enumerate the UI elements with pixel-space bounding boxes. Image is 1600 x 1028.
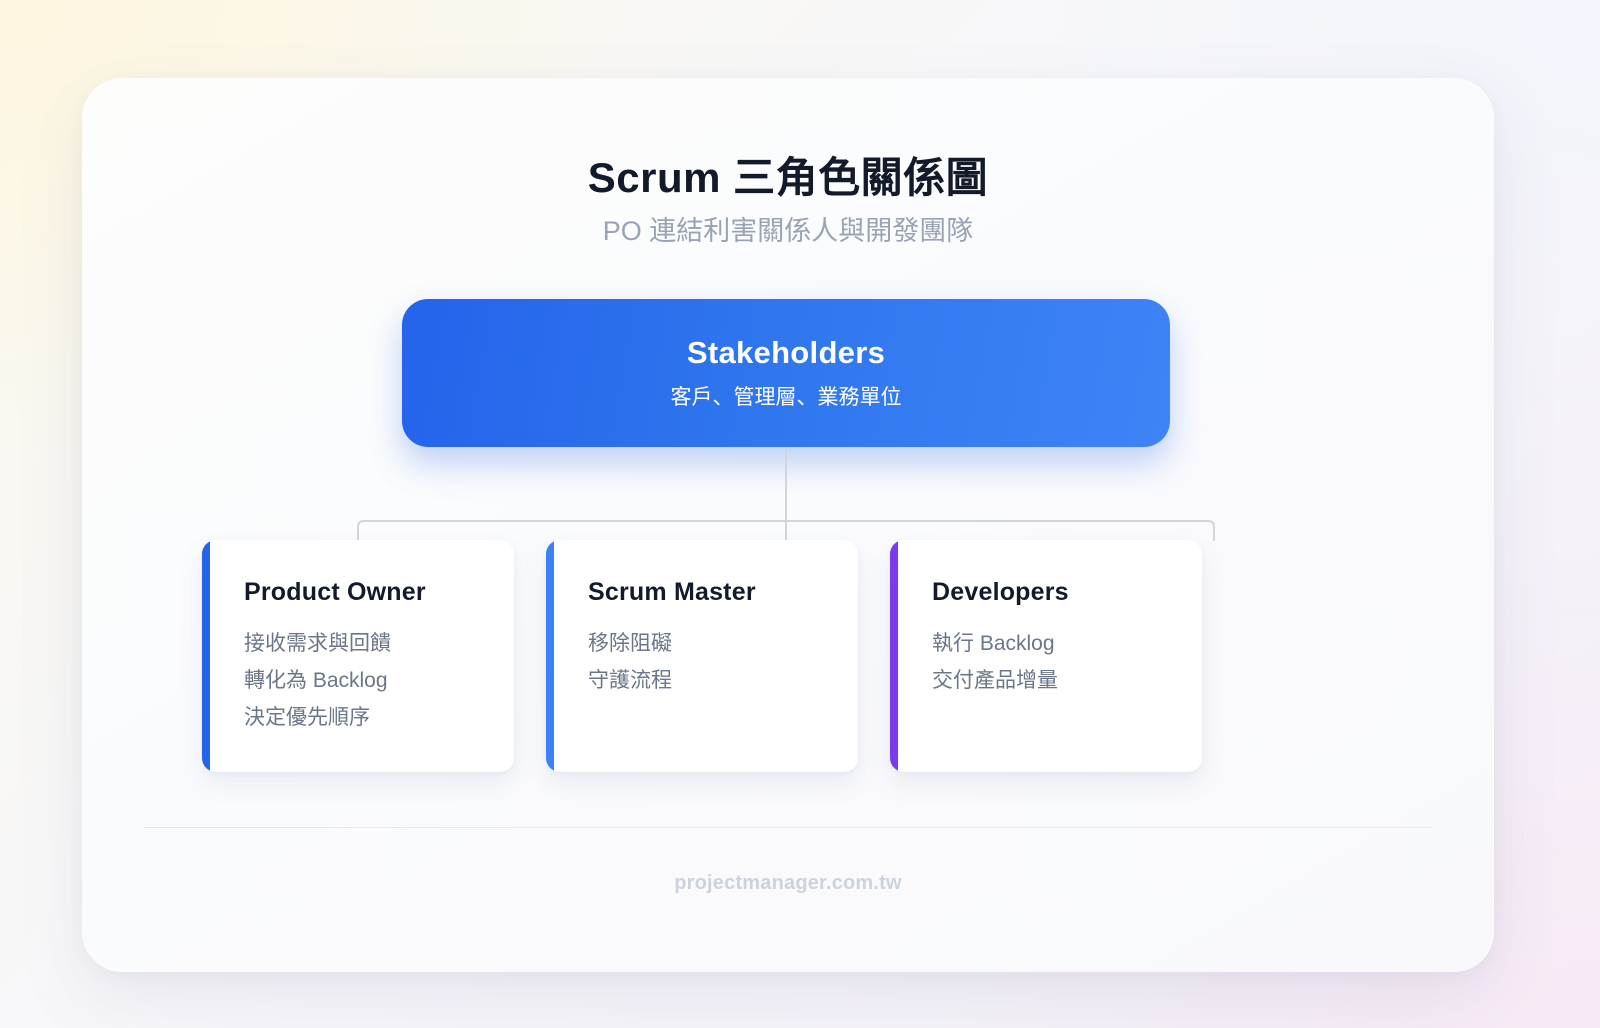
stakeholders-subtitle: 客戶、管理層、業務單位	[670, 386, 902, 409]
role-title: Product Owner	[244, 578, 426, 606]
stakeholders-title: Stakeholders	[686, 335, 886, 370]
stakeholders-node[interactable]: Stakeholders 客戶、管理層、業務單位	[402, 299, 1170, 447]
role-card-developers[interactable]: Developers 執行 Backlog 交付產品增量	[890, 540, 1202, 772]
role-card-scrum-master[interactable]: Scrum Master 移除阻礙 守護流程	[546, 540, 858, 772]
card-accent-bar	[202, 540, 210, 772]
role-detail-line: 交付產品增量	[932, 669, 1058, 693]
footer-site-label: projectmanager.com.tw	[674, 872, 902, 894]
role-card-product-owner[interactable]: Product Owner 接收需求與回饋 轉化為 Backlog 決定優先順序	[202, 540, 514, 772]
footer-divider	[144, 827, 1432, 828]
page-title: Scrum 三角色關係圖	[587, 154, 989, 201]
role-detail-line: 執行 Backlog	[932, 632, 1055, 655]
card-accent-bar	[890, 540, 898, 772]
role-detail-line: 接收需求與回饋	[244, 632, 391, 655]
role-detail-line: 決定優先順序	[244, 706, 370, 730]
role-title: Developers	[932, 578, 1069, 606]
role-detail-line: 轉化為 Backlog	[244, 669, 388, 693]
role-detail-line: 移除阻礙	[588, 632, 672, 655]
role-cards: Product Owner 接收需求與回饋 轉化為 Backlog 決定優先順序…	[202, 540, 1374, 772]
card-accent-bar	[546, 540, 554, 772]
role-title: Scrum Master	[588, 578, 756, 606]
page-subtitle: PO 連結利害關係人與開發團隊	[602, 216, 974, 246]
role-detail-line: 守護流程	[588, 669, 672, 693]
diagram-panel: Scrum 三角色關係圖 PO 連結利害關係人與開發團隊 Stakeholder…	[82, 78, 1494, 972]
